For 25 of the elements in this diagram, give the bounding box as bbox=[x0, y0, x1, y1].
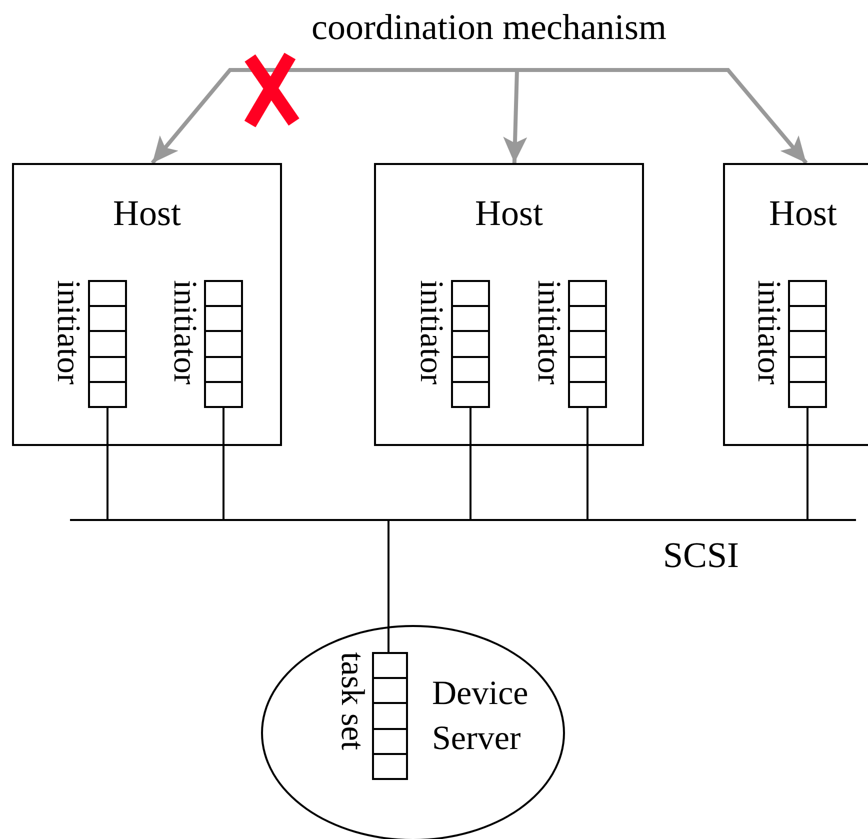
connector-line bbox=[106, 408, 108, 519]
arrow bbox=[150, 68, 489, 164]
bus-line bbox=[70, 519, 856, 521]
arrow bbox=[489, 68, 808, 164]
queue-label: initiator bbox=[529, 280, 566, 384]
queue-label: initiator bbox=[165, 280, 202, 384]
queue-label: initiator bbox=[749, 280, 786, 384]
connector-line bbox=[806, 408, 808, 519]
device-server-ellipse bbox=[261, 625, 565, 839]
queue-label: initiator bbox=[49, 280, 86, 384]
host-box bbox=[12, 163, 282, 446]
bus-label: SCSI bbox=[663, 535, 740, 575]
host-label: Host bbox=[112, 193, 181, 233]
device-server-label: Device Server bbox=[432, 674, 530, 759]
connector-line bbox=[470, 408, 472, 519]
host-label: Host bbox=[768, 193, 837, 233]
queue-label: initiator bbox=[412, 280, 449, 384]
connector-line bbox=[388, 521, 390, 652]
queue-label: task set bbox=[334, 652, 370, 750]
host-box bbox=[374, 163, 644, 446]
connector-line bbox=[222, 408, 224, 519]
connector-line bbox=[586, 408, 588, 519]
mechanism-label: coordination mechanism bbox=[312, 8, 666, 46]
host-label: Host bbox=[474, 193, 543, 233]
host-box bbox=[723, 163, 868, 446]
